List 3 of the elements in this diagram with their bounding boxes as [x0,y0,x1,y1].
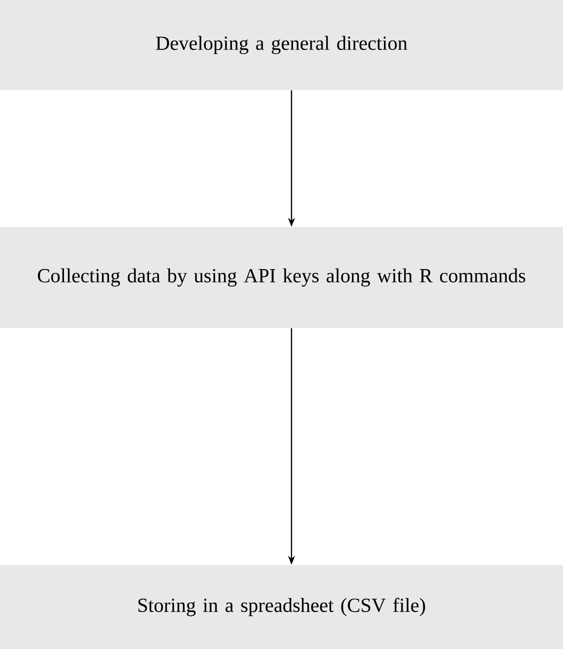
process-box: Storing in a spreadsheet (CSV file) [0,565,563,649]
process-box: Developing a general direction [0,0,563,90]
process-box: Collecting data by using API keys along with R commands [0,227,563,328]
